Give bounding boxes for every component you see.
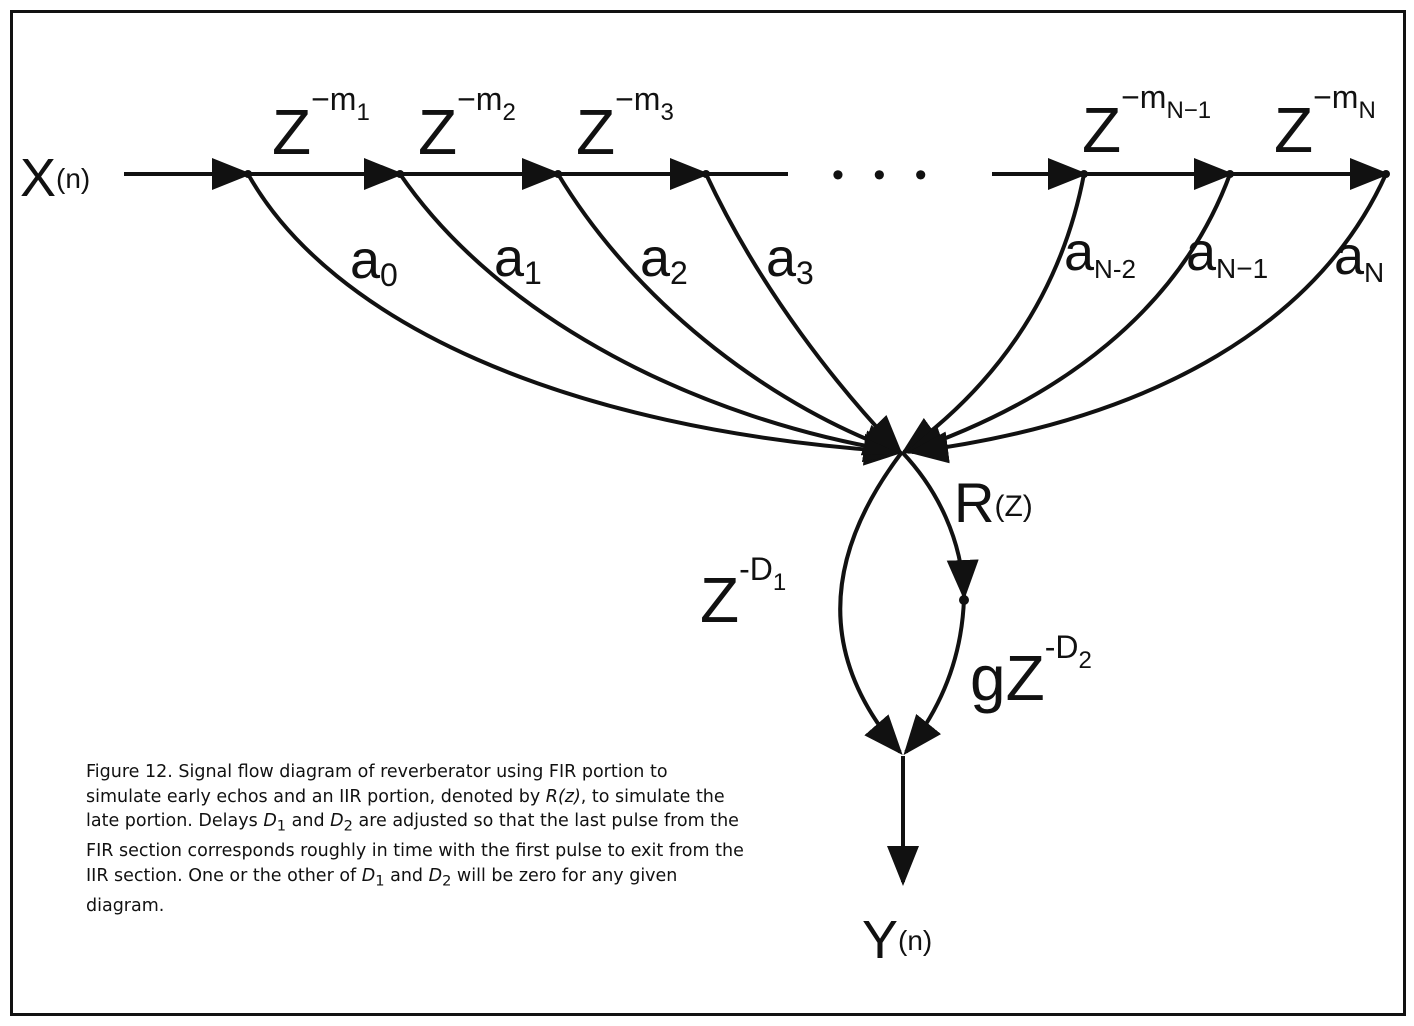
tap-branch-a2 bbox=[556, 172, 904, 456]
tap-branch-a1 bbox=[398, 172, 904, 463]
direct-path bbox=[838, 450, 904, 756]
direct-delay-label: Z-D1 bbox=[700, 551, 786, 636]
figure-frame bbox=[10, 10, 1406, 1016]
iir-node bbox=[959, 595, 969, 605]
iir-delay-label: gZ-D2 bbox=[970, 629, 1092, 714]
node-n bbox=[1382, 170, 1390, 178]
tap-label-an-1: aN−1 bbox=[1186, 222, 1268, 284]
node-1 bbox=[396, 170, 404, 178]
tap-branch-an-1 bbox=[904, 173, 1232, 456]
node-3 bbox=[702, 170, 710, 178]
iir-label: R(Z) bbox=[954, 471, 1033, 534]
output-section bbox=[838, 450, 979, 886]
tap-label-a1: a1 bbox=[494, 228, 542, 291]
delay-label-2: Z−m2 bbox=[418, 81, 516, 168]
delay-label-n: Z−mN bbox=[1274, 79, 1376, 166]
node-n-1 bbox=[1226, 170, 1234, 178]
tap-branch-an-2 bbox=[900, 173, 1086, 455]
tap-branch-a3 bbox=[704, 173, 903, 455]
delay-label-1: Z−m1 bbox=[272, 81, 370, 168]
tap-label-an-2: aN-2 bbox=[1064, 222, 1136, 284]
delay-label-n-1: Z−mN−1 bbox=[1082, 79, 1211, 166]
input-label: X(n) bbox=[20, 148, 90, 208]
output-label: Y(n) bbox=[862, 910, 932, 970]
iir-path-upper bbox=[900, 450, 979, 600]
node-n-2 bbox=[1080, 170, 1088, 178]
tap-label-a0: a0 bbox=[350, 230, 398, 293]
tap-branch-an bbox=[908, 173, 1388, 464]
node-2 bbox=[554, 170, 562, 178]
tap-branch-a0 bbox=[246, 173, 904, 466]
tap-branches bbox=[246, 172, 1388, 466]
figure-caption: Figure 12. Signal flow diagram of reverb… bbox=[86, 762, 744, 916]
iir-path-lower bbox=[903, 597, 966, 756]
tap-label-an: aN bbox=[1334, 226, 1384, 288]
delay-label-3: Z−m3 bbox=[576, 81, 674, 168]
tap-label-a3: a3 bbox=[766, 228, 814, 291]
node-0 bbox=[244, 170, 252, 178]
nodes bbox=[244, 170, 1390, 605]
ellipsis: • • • bbox=[832, 156, 937, 194]
tap-label-a2: a2 bbox=[640, 228, 688, 291]
